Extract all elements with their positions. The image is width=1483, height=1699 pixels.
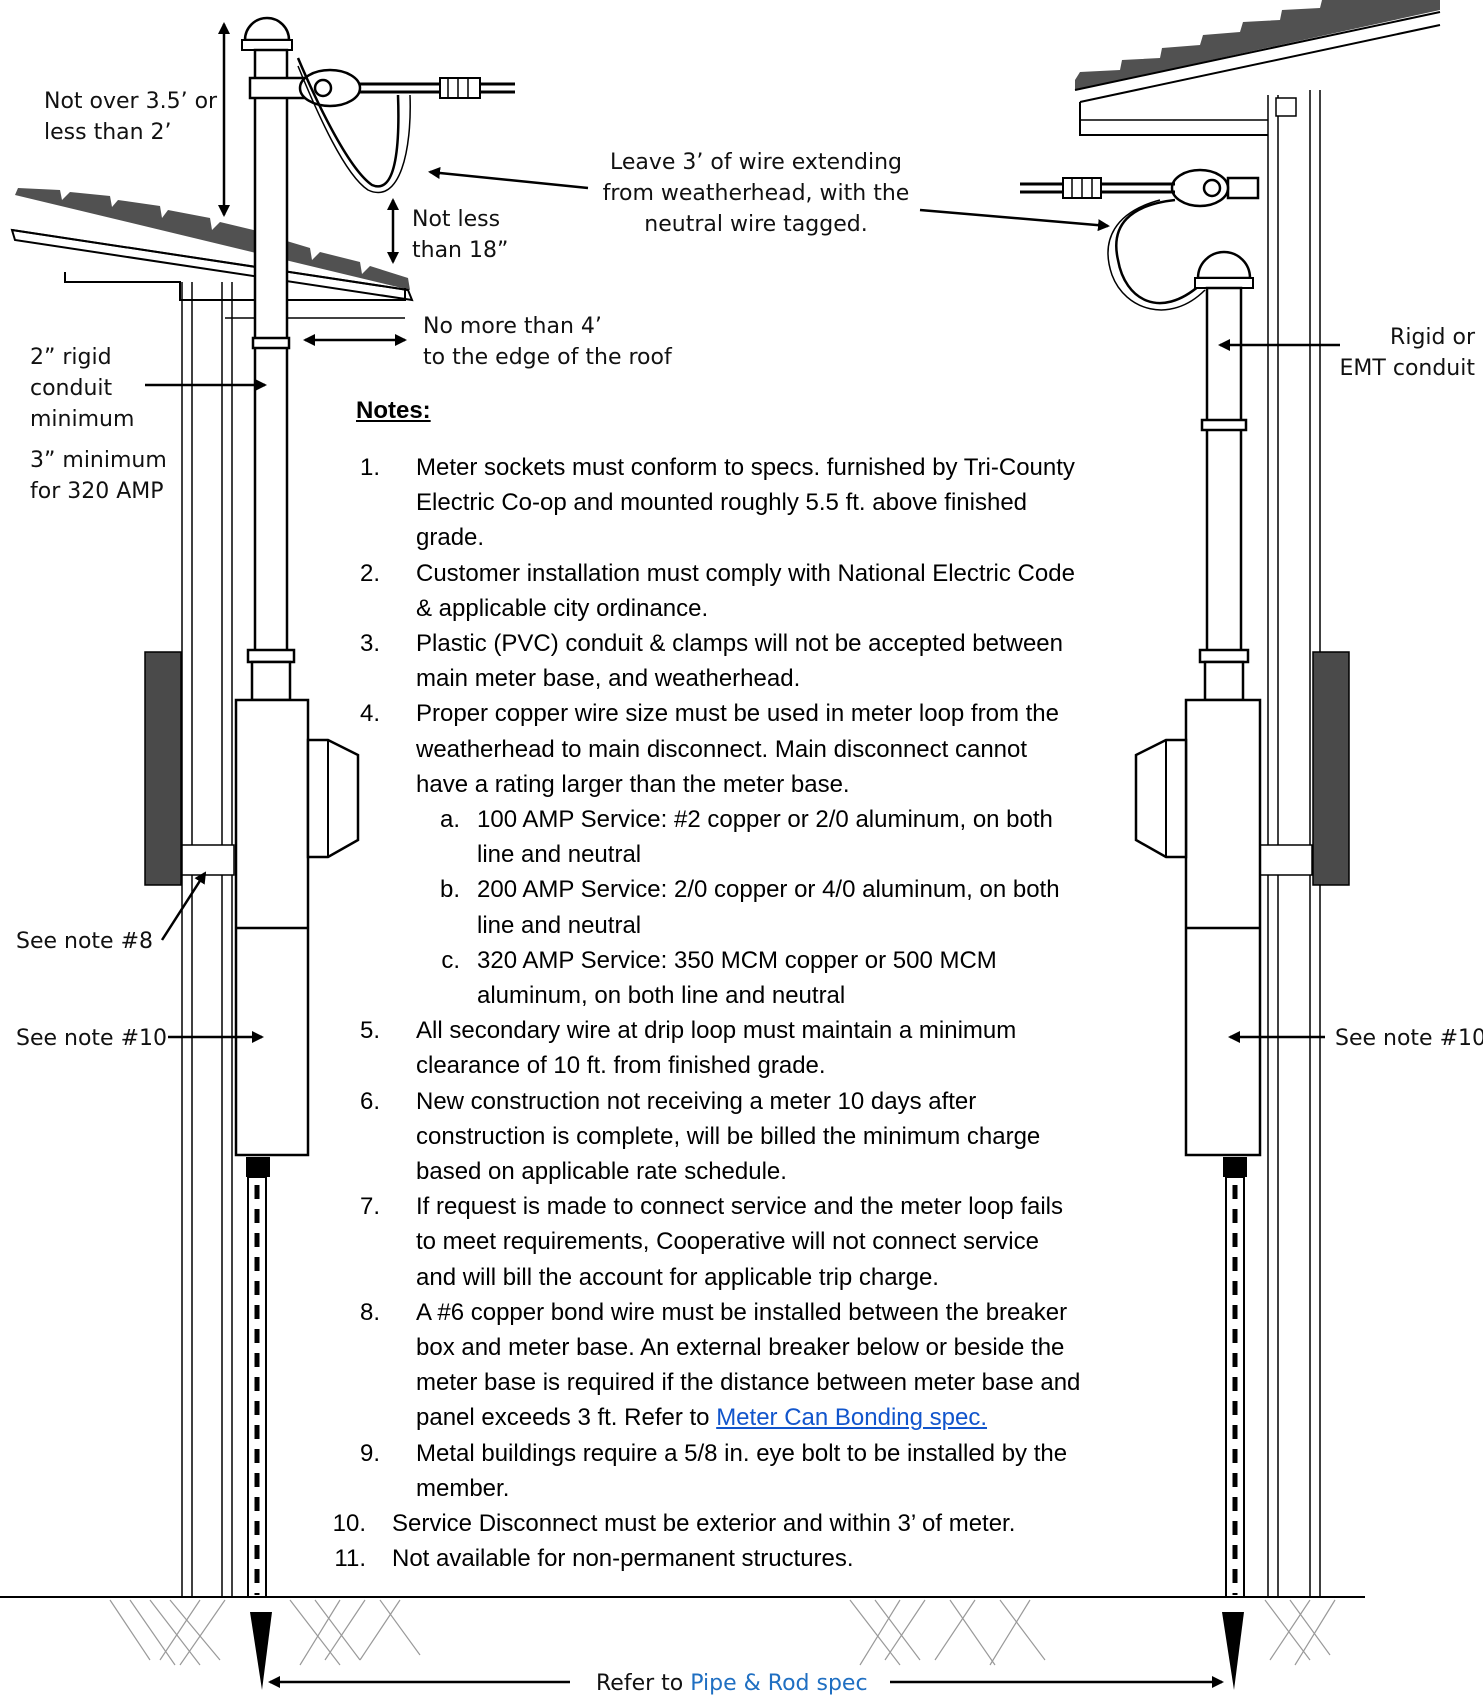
note-line: Meter sockets must conform to specs. fur… [416,454,1075,481]
note-number: b. [439,876,460,904]
note-line: to meet requirements, Cooperative will n… [416,1228,1039,1256]
note-number: 3. [359,630,380,657]
leave-wire-arrow-right [919,208,1110,232]
note-line: Metal buildings require a 5/8 in. eye bo… [416,1439,1068,1467]
label-leave-wire: Leave 3’ of wire extending from weatherh… [602,150,910,237]
note-line: line and neutral [477,911,642,939]
note-number: 6. [359,1087,380,1115]
note-number: 2. [359,559,380,587]
note-number: 11. [334,1545,366,1573]
label-rigid-emt: Rigid or EMT conduit [1339,325,1475,381]
note-line: Service Disconnect must be exterior and … [392,1510,1016,1537]
meter-can-bonding-spec-link[interactable]: Meter Can Bonding spec. [716,1404,988,1432]
right-wall [1259,90,1350,1598]
note-line: Plastic (PVC) conduit & clamps will not … [416,630,1063,657]
note-line: meter base is required if the distance b… [416,1369,1081,1397]
ground-line [0,1596,1365,1666]
note-line: Proper copper wire size must be used in … [416,700,1059,728]
note-line: grade. [416,524,485,552]
note-line: main meter base, and weatherhead. [416,665,801,693]
label-rigid-conduit: 2” rigid conduit minimum [30,345,135,432]
right-roof [1074,0,1441,136]
label-roof-edge: No more than 4’ to the edge of the roof [423,314,672,370]
note-number: 4. [359,700,380,728]
note-number: 8. [359,1298,380,1326]
note-line: 200 AMP Service: 2/0 copper or 4/0 alumi… [477,876,1060,904]
label-weatherhead-height: Not over 3.5’ or less than 2’ [44,89,218,145]
label-drip-clearance: Not less than 18” [412,207,509,263]
note-number: 10. [332,1510,366,1537]
left-roof [10,188,414,319]
label-320-minimum: 3” minimum for 320 AMP [30,448,167,504]
note-number: 7. [359,1193,380,1221]
note-line: Not available for non-permanent structur… [392,1545,854,1573]
note-line: clearance of 10 ft. from finished grade. [416,1052,826,1080]
note-line: line and neutral [477,841,642,869]
note-line: aluminum, on both line and neutral [477,982,846,1009]
note-line: 320 AMP Service: 350 MCM copper or 500 M… [477,946,997,974]
note-line: 100 AMP Service: #2 copper or 2/0 alumin… [477,806,1053,833]
note-line: Electric Co-op and mounted roughly 5.5 f… [416,489,1028,517]
leave-wire-arrow-left [428,167,589,190]
note-line: New construction not receiving a meter 1… [416,1087,977,1115]
note-line: & applicable city ordinance. [416,594,709,622]
right-mast [1020,168,1262,1598]
note-line: panel exceeds 3 ft. Refer to Meter Can B… [416,1404,988,1432]
label-refer-pipe-rod: Refer to Pipe & Rod spec [596,1671,868,1696]
note-line: Customer installation must comply with N… [416,559,1075,587]
note-line: A #6 copper bond wire must be installed … [416,1298,1068,1326]
pipe-rod-spec-link[interactable]: Pipe & Rod spec [690,1671,868,1696]
note-line: construction is complete, will be billed… [416,1122,1041,1150]
note-number: 5. [359,1017,380,1045]
note-line: weatherhead to main disconnect. Main dis… [416,735,1028,763]
note-line: All secondary wire at drip loop must mai… [416,1017,1017,1045]
label-see-note-10-right: See note #10 [1335,1026,1483,1051]
see-note-8-arrow [160,871,207,941]
ground-rods [250,1612,1244,1690]
note-number: a. [439,806,460,833]
label-see-note-8: See note #8 [16,929,154,954]
note-line: have a rating larger than the meter base… [416,770,850,798]
note-line: member. [416,1474,510,1502]
note-number: 1. [359,454,380,481]
note-line: based on applicable rate schedule. [416,1158,787,1185]
note-line: box and meter base. An external breaker … [416,1334,1065,1361]
label-see-note-10-left: See note #10 [16,1026,168,1051]
notes-title: Notes: [356,397,431,424]
left-wall [144,282,235,1598]
note-number: 9. [359,1439,380,1467]
left-mast [234,16,515,1598]
note-number: c. [441,946,460,974]
note-line: and will bill the account for applicable… [416,1263,939,1291]
note-line: If request is made to connect service an… [416,1193,1064,1221]
